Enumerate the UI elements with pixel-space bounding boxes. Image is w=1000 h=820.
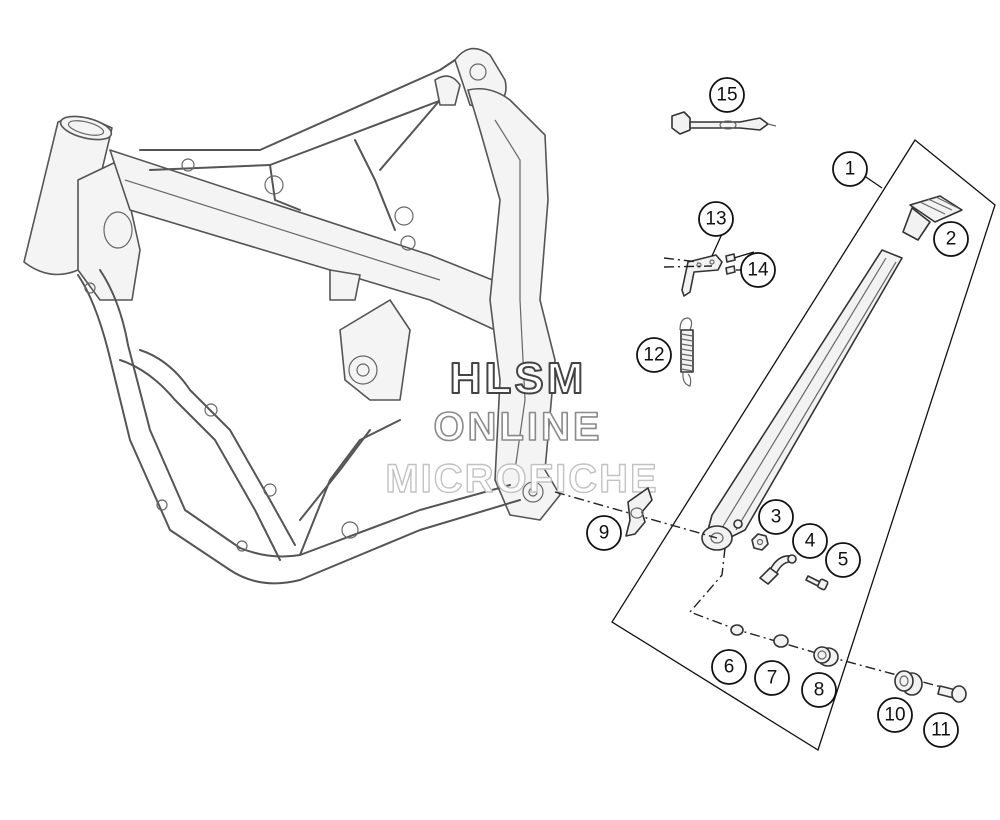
side-stand-foot-pad: [902, 195, 963, 241]
rear-subframe-upper: [139, 49, 471, 151]
o-ring-small: [730, 624, 744, 636]
axis-line-bolt: [688, 547, 961, 693]
clamp-bracket: [759, 554, 797, 585]
engine-mount-bracket: [329, 269, 411, 401]
callout-2: 2: [933, 221, 969, 257]
callout-11-label: 11: [931, 720, 951, 741]
callout-14-label: 14: [747, 260, 769, 281]
callout-4: 4: [792, 523, 828, 559]
bracket-screw: [805, 575, 829, 591]
callout-13-label: 13: [705, 209, 726, 230]
callout-7: 7: [754, 660, 790, 696]
o-ring-large: [773, 634, 789, 648]
callout-8-label: 8: [814, 680, 825, 701]
callout-9: 9: [586, 515, 622, 551]
callout-1: 1: [832, 151, 868, 187]
callout-12-label: 12: [643, 345, 664, 366]
callout-12: 12: [636, 337, 672, 373]
watermark-line-3: MICROFICHE: [385, 457, 658, 501]
callout-6-label: 6: [724, 657, 735, 678]
callout-15: 15: [709, 77, 745, 113]
side-stand-sensor: [663, 254, 723, 297]
watermark-line-1: HLSM: [450, 354, 587, 403]
lower-cradle: [229, 499, 521, 585]
callout-10-label: 10: [884, 705, 905, 726]
pivot-bolt: [937, 685, 967, 703]
callout-15-label: 15: [716, 85, 737, 106]
bushing: [813, 646, 839, 667]
side-stand: [701, 249, 903, 551]
callout-7-label: 7: [767, 668, 778, 689]
down-tube: [77, 274, 231, 571]
swingarm-pivot-plate: [467, 87, 561, 521]
callout-8: 8: [801, 672, 837, 708]
watermark: HLSM ONLINE MICROFICHE: [385, 353, 658, 502]
watermark-line-2: ONLINE: [433, 405, 602, 449]
assembly-outline: [611, 139, 996, 751]
spring-plate: [625, 487, 653, 537]
callout-6: 6: [711, 649, 747, 685]
callout-11: 11: [923, 712, 959, 748]
callout-3: 3: [758, 499, 794, 535]
callout-5: 5: [825, 542, 861, 578]
callout-5-label: 5: [838, 550, 849, 571]
callout-3-label: 3: [771, 507, 782, 528]
callout-4-label: 4: [805, 531, 816, 552]
cable-tie: [671, 111, 777, 135]
callout-1-label: 1: [845, 159, 856, 180]
motorcycle-frame: [23, 47, 561, 585]
callout-9-label: 9: [599, 523, 610, 544]
collar-bushing: [894, 670, 923, 696]
callout-2-label: 2: [946, 229, 957, 250]
callout-14: 14: [740, 252, 776, 288]
callout-10: 10: [877, 697, 913, 733]
tension-spring: [679, 317, 694, 387]
callout-13: 13: [698, 201, 734, 237]
steering-head-tube: [23, 115, 113, 276]
sensor-screws: [725, 253, 736, 275]
hex-nut: [751, 533, 769, 551]
